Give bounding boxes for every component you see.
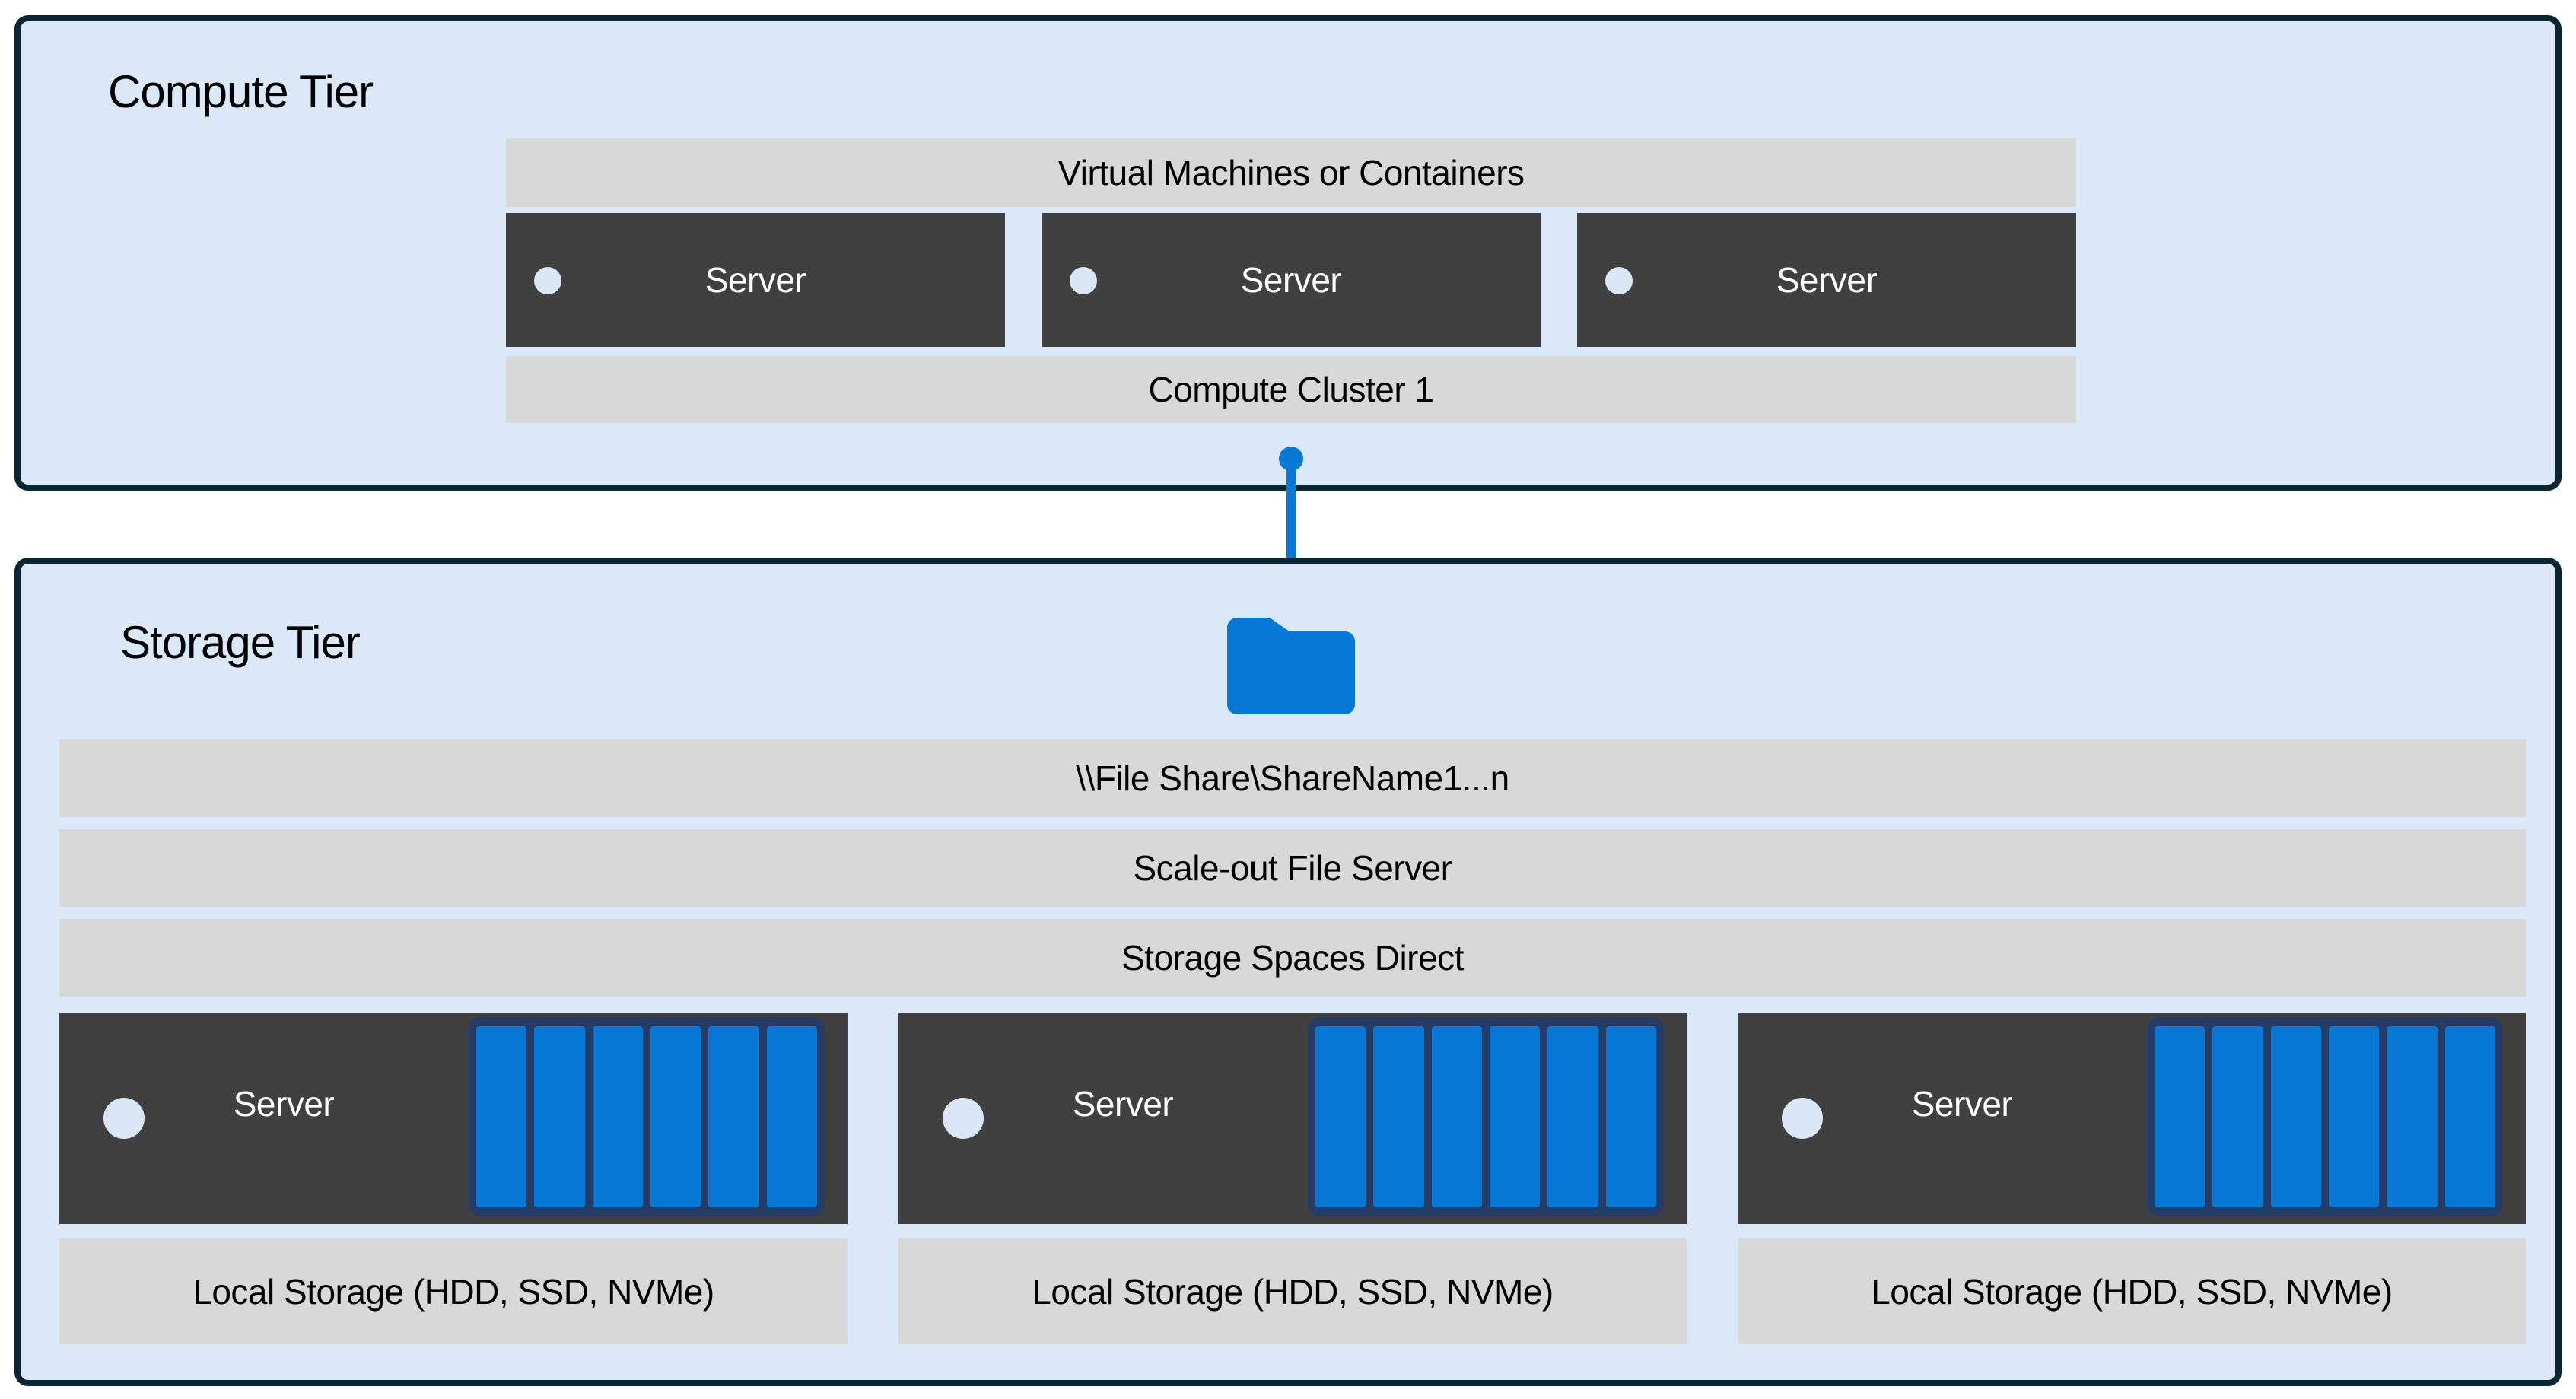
storage-spaces-direct-bar: Storage Spaces Direct [59, 919, 2526, 997]
compute-cluster-bar: Compute Cluster 1 [506, 356, 2076, 423]
power-led-icon [103, 1098, 145, 1139]
disk-icon [534, 1026, 585, 1207]
disk-icon [650, 1026, 701, 1207]
local-storage-bar-label: Local Storage (HDD, SSD, NVMe) [1032, 1271, 1554, 1312]
disk-icon [1315, 1026, 1366, 1207]
compute-cluster-bar-label: Compute Cluster 1 [1148, 370, 1435, 409]
disk-icon [592, 1026, 643, 1207]
compute-server-box: Server [506, 213, 1005, 347]
disk-icon [476, 1026, 527, 1207]
file-share-folder-icon [1227, 618, 1355, 714]
compute-server-label: Server [1240, 260, 1342, 300]
disk-icon [1547, 1026, 1598, 1207]
local-storage-bar: Local Storage (HDD, SSD, NVMe) [59, 1238, 848, 1344]
compute-server-box: Server [1577, 213, 2076, 347]
virtual-machines-bar-label: Virtual Machines or Containers [1057, 153, 1525, 192]
storage-server-label-wrap: Server [120, 1073, 447, 1134]
disk-array [469, 1017, 825, 1216]
compute-server-label: Server [704, 260, 806, 300]
storage-server-box: Server [898, 1013, 1687, 1224]
power-led-icon [1070, 267, 1097, 294]
scale-out-file-server-bar: Scale-out File Server [59, 829, 2526, 907]
disk-array [1308, 1017, 1664, 1216]
storage-server-label-wrap: Server [1798, 1073, 2126, 1134]
storage-server-label: Server [233, 1084, 335, 1124]
disk-icon [2212, 1026, 2263, 1207]
power-led-icon [1782, 1098, 1823, 1139]
virtual-machines-bar: Virtual Machines or Containers [506, 138, 2076, 207]
disk-icon [1373, 1026, 1424, 1207]
storage-spaces-direct-bar-label: Storage Spaces Direct [1121, 938, 1464, 978]
local-storage-bar: Local Storage (HDD, SSD, NVMe) [1738, 1238, 2526, 1344]
disk-icon [2155, 1026, 2206, 1207]
local-storage-bar-label: Local Storage (HDD, SSD, NVMe) [192, 1271, 714, 1312]
scale-out-file-server-bar-label: Scale-out File Server [1133, 848, 1453, 888]
disk-array [2147, 1017, 2503, 1216]
power-led-icon [534, 267, 561, 294]
power-led-icon [943, 1098, 984, 1139]
local-storage-bar-label: Local Storage (HDD, SSD, NVMe) [1871, 1271, 2393, 1312]
storage-tier-title: Storage Tier [120, 617, 361, 668]
disk-icon [708, 1026, 759, 1207]
storage-server-box: Server [59, 1013, 848, 1224]
disk-icon [1489, 1026, 1541, 1207]
file-share-bar: \\File Share\ShareName1...n [59, 739, 2526, 817]
local-storage-bar: Local Storage (HDD, SSD, NVMe) [898, 1238, 1687, 1344]
compute-server-box: Server [1042, 213, 1541, 347]
compute-server-label: Server [1776, 260, 1878, 300]
disk-icon [1605, 1026, 1656, 1207]
storage-server-box: Server [1738, 1013, 2526, 1224]
disk-icon [2444, 1026, 2495, 1207]
disk-icon [1431, 1026, 1482, 1207]
storage-server-label: Server [1072, 1084, 1174, 1124]
storage-server-label-wrap: Server [959, 1073, 1286, 1134]
power-led-icon [1605, 267, 1633, 294]
disk-icon [2270, 1026, 2321, 1207]
file-share-bar-label: \\File Share\ShareName1...n [1076, 758, 1509, 798]
disk-icon [2387, 1026, 2438, 1207]
storage-server-label: Server [1911, 1084, 2013, 1124]
disk-icon [766, 1026, 817, 1207]
compute-tier-title: Compute Tier [108, 66, 374, 117]
disk-icon [2328, 1026, 2380, 1207]
